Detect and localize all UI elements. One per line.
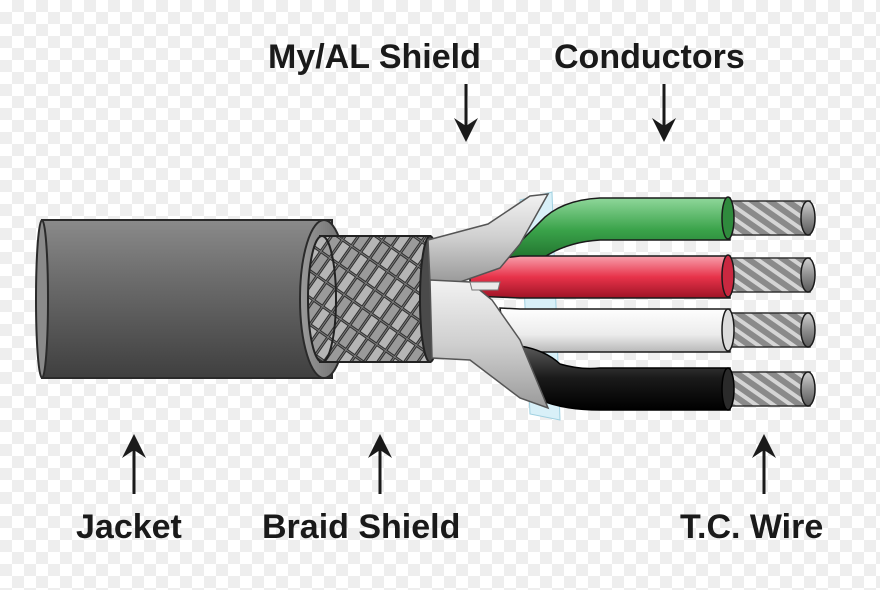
- label-jacket: Jacket: [76, 508, 182, 546]
- conductor-green: [498, 196, 816, 263]
- conductor-red: [469, 254, 816, 299]
- conductor-white: [499, 307, 816, 353]
- arrow-tc-wire: [752, 434, 776, 494]
- label-braid-shield: Braid Shield: [262, 508, 461, 546]
- conductors: [469, 196, 816, 411]
- arrows: [122, 84, 776, 494]
- label-my-al-shield: My/AL Shield: [268, 38, 481, 76]
- label-tc-wire: T.C. Wire: [680, 508, 824, 546]
- jacket: [35, 219, 349, 379]
- label-conductors: Conductors: [554, 38, 745, 76]
- arrow-braid-shield: [368, 434, 392, 494]
- arrow-conductors: [652, 84, 676, 142]
- arrow-my-al-shield: [454, 84, 478, 142]
- my-al-shield: [427, 193, 550, 410]
- arrow-jacket: [122, 434, 146, 494]
- conductor-black: [511, 345, 816, 411]
- braid-shield: [307, 235, 441, 363]
